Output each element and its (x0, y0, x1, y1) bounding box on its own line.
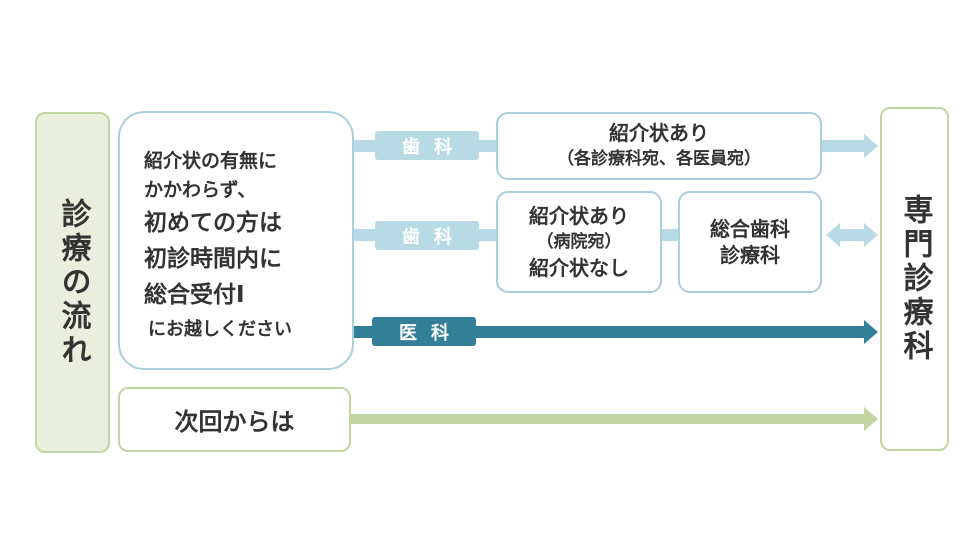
flow-label: 診療の流れ (55, 197, 91, 368)
dental-2-referral-box: 紹介状あり （病院宛） 紹介状なし (496, 191, 662, 293)
medical-tag-label: 医科 (399, 322, 463, 344)
reception-line-4: 初診時間内に (144, 246, 282, 272)
next-time-arrowhead (864, 407, 878, 431)
dental-2-referral-line-2: （病院宛） (536, 232, 622, 252)
dental-2-arrowhead-left (826, 223, 840, 247)
next-time-bar (351, 414, 866, 424)
general-dentistry-line-1: 総合歯科 (710, 217, 790, 241)
reception-line-2: かかわらず、 (144, 179, 257, 201)
dental-1-arrowhead (864, 134, 878, 158)
dental-tag-2: 歯科 (375, 221, 479, 250)
dental-tag-1: 歯科 (375, 131, 479, 160)
reception-line-1: 紹介状の有無に (144, 150, 278, 172)
specialty-dept-box: 専門診療科 (880, 107, 949, 451)
dental-2-referral-line-3: 紹介状なし (529, 256, 629, 280)
reception-line-6: にお越しください (148, 319, 292, 340)
medical-tag: 医科 (372, 317, 476, 346)
reception-line-5: 総合受付Ⅰ (144, 282, 245, 308)
general-dentistry-line-2: 診療科 (720, 243, 780, 267)
dental-1-referral-sub: （各診療科宛、各医員宛） (557, 149, 761, 169)
specialty-dept-label: 専門診療科 (897, 194, 933, 364)
general-dentistry-box: 総合歯科 診療科 (678, 191, 822, 293)
next-time-box: 次回からは (118, 387, 351, 452)
reception-line-3: 初めての方は (144, 210, 282, 236)
dental-2-arrowhead-right (864, 223, 878, 247)
dental-1-referral-main: 紹介状あり (609, 121, 709, 145)
dental-tag-1-label: 歯科 (402, 136, 466, 158)
next-time-label: 次回からは (174, 408, 295, 436)
dental-2-bar-middle (661, 229, 680, 241)
dental-1-referral-box: 紹介状あり （各診療科宛、各医員宛） (496, 112, 822, 180)
dental-2-referral-line-1: 紹介状あり (529, 204, 629, 228)
medical-bar (354, 326, 866, 338)
dental-1-bar-right (822, 140, 866, 152)
dental-2-bar-right (838, 229, 866, 241)
flow-label-box: 診療の流れ (35, 112, 110, 453)
reception-instructions-box: 紹介状の有無に かかわらず、 初めての方は 初診時間内に 総合受付Ⅰ にお越しく… (118, 111, 354, 370)
medical-arrowhead (864, 320, 878, 344)
dental-tag-2-label: 歯科 (402, 226, 466, 248)
